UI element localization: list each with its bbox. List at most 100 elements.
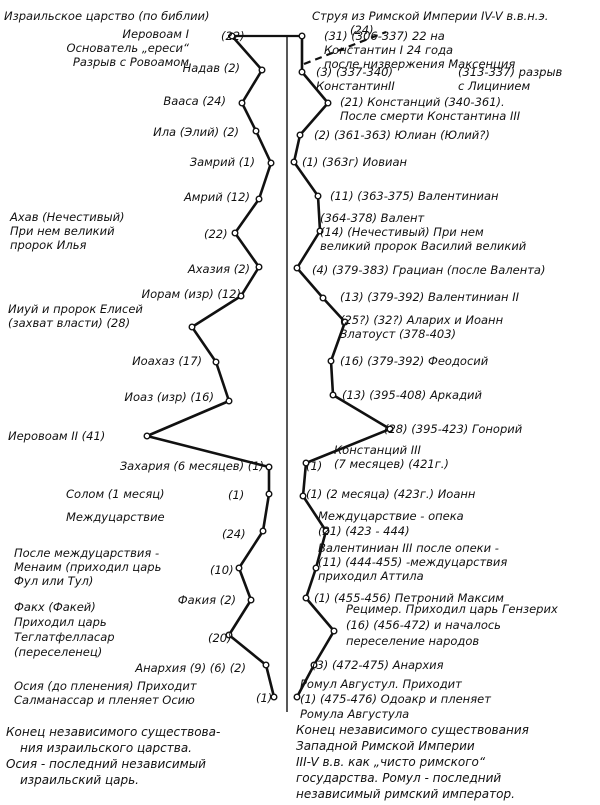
right-reign-node [341,318,349,326]
right-reign-label: (14) (Нечестивый) При нем [320,225,484,239]
left-reign-node [262,661,270,669]
left-reign-number: (10) [210,563,234,577]
left-reign-label: Салманассар и пленяет Осию [14,693,195,707]
right-reign-label: (7 месяцев) (421г.) [334,457,449,471]
right-reign-label: (1) (2 месяца) (423г.) Иоанн [306,487,476,501]
left-reign-label: Солом (1 месяц) [66,487,165,501]
right-reign-label: Рецимер. Приходил царь Гензерих [346,602,558,616]
right-reign-node [329,391,337,399]
left-reign-node [143,432,151,440]
right-reign-node [299,492,307,500]
right-reign-label: (11) (363-375) Валентиниан [330,189,499,203]
left-reign-node [252,127,260,135]
left-reign-label: Ила (Элий) (2) [153,125,239,139]
right-reign-label: (11) (444-455) -междуцарствия [318,555,507,569]
left-reign-node [267,159,275,167]
right-reign-label: (25?) (32?) Аларих и Иоанн [340,313,504,327]
left-reign-label: Факия (2) [178,593,236,607]
left-footer-line-2: ния израильского царства. [20,741,192,755]
left-reign-node [235,564,243,572]
left-reign-label: После междуцарствия - [14,546,159,560]
left-reign-label: пророк Илья [10,238,87,252]
right-reign-label: Златоуст (378-403) [340,327,456,341]
right-reign-node [293,264,301,272]
right-reign-node [319,294,327,302]
right-reign-label: (31) (306-337) 22 на [324,29,445,43]
left-header: Израильское царство (по библии) [4,9,210,23]
left-reign-label: Менаим (приходил царь [14,560,161,574]
right-reign-node [330,627,338,635]
left-reign-label: (переселенец) [14,645,102,659]
top-dashed-connector [303,30,387,66]
left-reign-node [259,527,267,535]
left-reign-number: (22) [221,29,245,43]
left-reign-label: Факх (Факей) [14,600,96,614]
left-reign-label: Захария (6 месяцев) (1) [120,459,264,473]
left-reign-label: Иеровоам I [122,27,189,41]
left-reign-label: Иорам (изр) (12) [142,287,241,301]
left-reign-label: Разрыв с Ровоамом [73,55,189,69]
left-reign-label: Амрий (12) [183,190,250,204]
right-footer-line-3: III-V в.в. как „чисто римского“ [296,755,486,769]
left-reign-number: (24) [222,527,246,541]
left-reign-number: (1) [228,488,244,502]
left-reign-label: Иоахаз (17) [132,354,202,368]
left-reign-label: Надав (2) [183,61,240,75]
left-reign-number: (1) [256,691,272,705]
right-reign-label: Констанций III [334,443,422,457]
right-reign-node [312,564,320,572]
right-reign-node [302,459,310,467]
right-reign-node [316,227,324,235]
right-reign-label: После смерти Константина III [340,109,521,123]
right-reign-label: Константин I 24 года [324,43,453,57]
left-reign-label: Осия (до пленения) Приходит [14,679,197,693]
left-reign-node [255,195,263,203]
right-reign-label: Междуцарствие - опека [318,509,464,523]
left-reign-label: Ииуй и пророк Елисей [8,302,143,316]
right-reign-label: переселение народов [346,634,479,648]
right-reign-label: (21) Констанций (340-361). [340,95,505,109]
right-reign-node [327,357,335,365]
right-reign-label: после низвержения Максенция [324,57,515,71]
left-reign-node [188,323,196,331]
right-reign-label: (3) (472-475) Анархия [312,658,444,672]
right-reign-label: (13) (379-392) Валентиниан II [340,290,520,304]
right-reign-node [322,527,330,535]
right-footer-line-1: Конец независимого существования [296,723,529,737]
left-reign-node [228,32,236,40]
right-reign-node [293,693,301,701]
right-reign-label: (3) (337-340) [316,65,393,79]
left-reign-node [237,292,245,300]
right-footer-line-5: независимый римский император. [296,787,515,801]
left-reign-label: Фул или Тул) [14,574,93,588]
right-reign-node [302,594,310,602]
right-reign-label: Валентиниан III после опеки - [318,541,499,555]
right-reign-label: (21) (423 - 444) [318,524,410,538]
left-reign-node [265,463,273,471]
left-reign-label: Иеровоам II (41) [8,429,105,443]
right-reign-node [314,192,322,200]
left-reign-node [231,229,239,237]
right-header: Струя из Римской Империи IV-V в.в.н.э. [312,9,548,23]
right-footer-line-4: государства. Ромул - последний [296,771,501,785]
left-footer-line-3: Осия - последний независимый [6,757,206,771]
left-footer-line-1: Конец независимого существова- [6,725,220,739]
left-reign-node [225,631,233,639]
left-reign-label: Иоаз (изр) (16) [124,390,214,404]
left-reign-label: Основатель „ереси“ [67,41,190,55]
right-reign-node [290,158,298,166]
left-reign-nodes [143,32,278,701]
right-reign-label: (13) (395-408) Аркадий [342,388,483,402]
left-reign-number: (20) [208,631,232,645]
left-reign-label: Ахав (Нечестивый) [9,210,125,224]
left-reign-node [270,693,278,701]
left-reign-node [265,490,273,498]
right-reign-label: (1) (475-476) Одоакр и пленяет [300,692,491,706]
left-reign-node [255,263,263,271]
left-reign-label: Приходил царь [14,615,107,629]
left-reign-label: Замрий (1) [190,155,255,169]
right-reign-label: КонстантинII [316,79,395,93]
left-reign-node [258,66,266,74]
